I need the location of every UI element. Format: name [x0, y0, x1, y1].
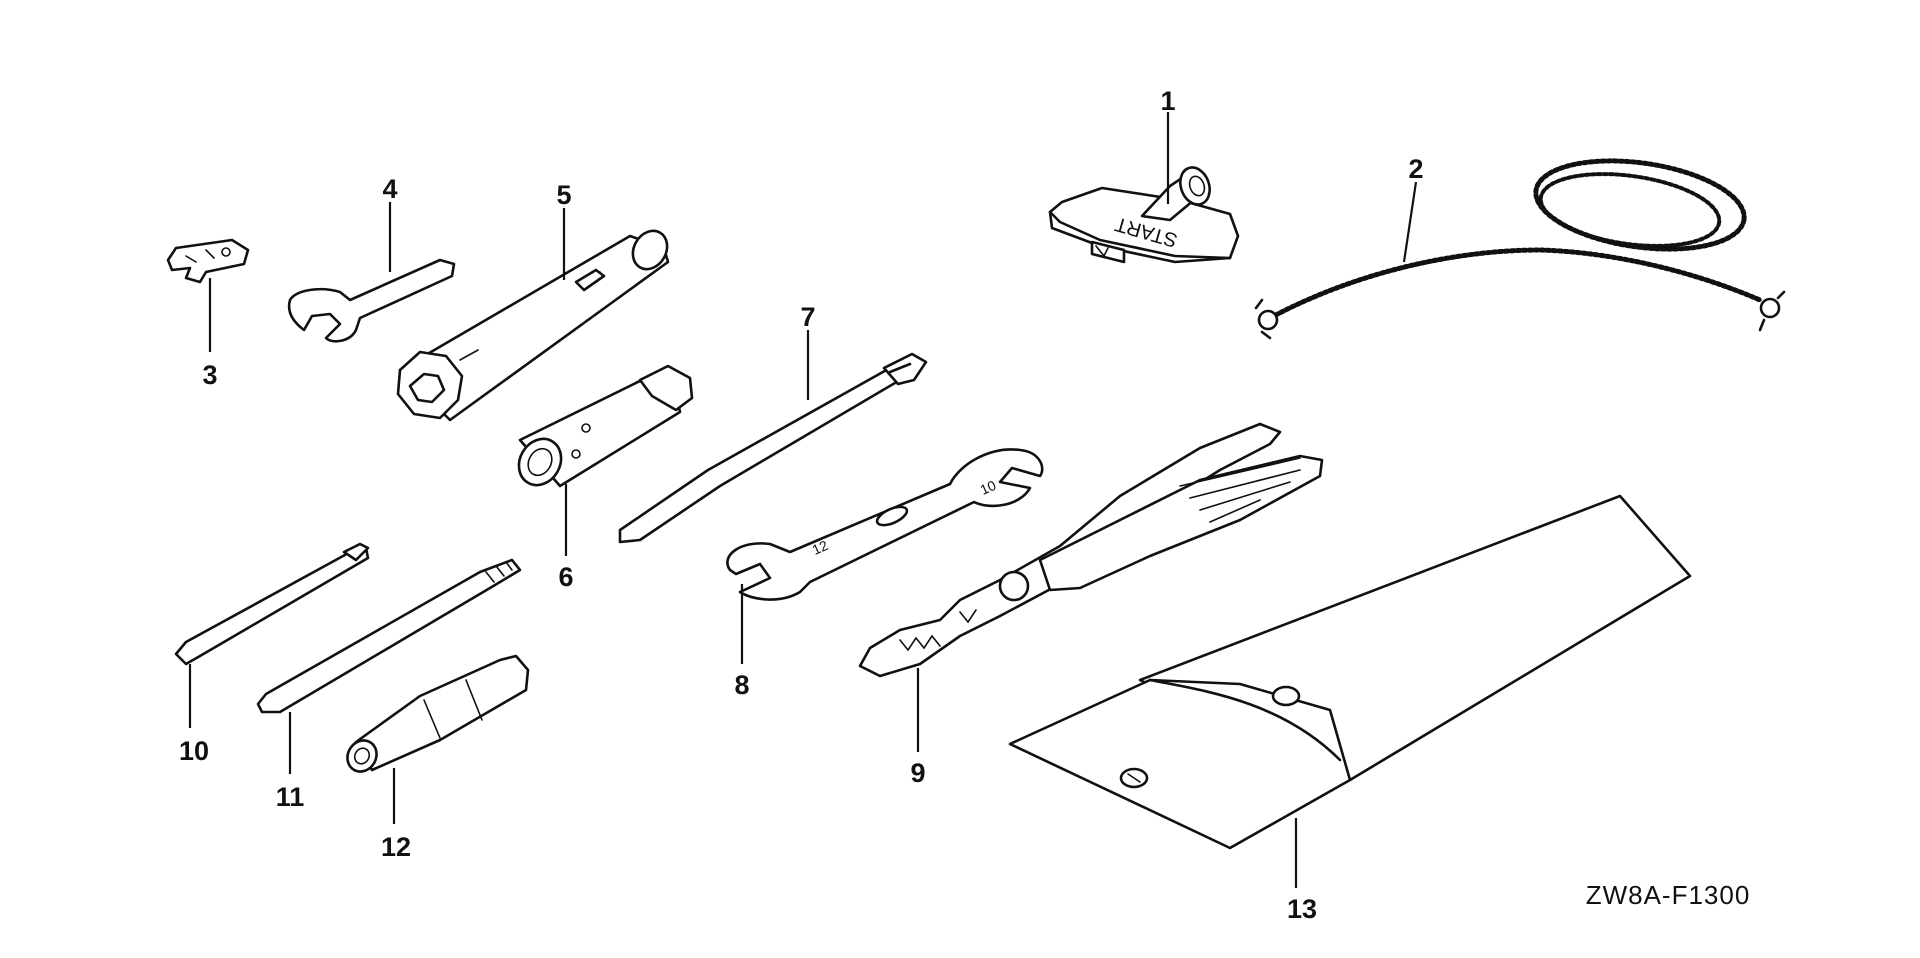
callout-10: 10	[179, 736, 209, 766]
part-4-small-wrench	[287, 258, 456, 343]
callout-2: 2	[1408, 154, 1423, 184]
part-1-starter-grip: START	[1048, 166, 1240, 264]
part-8-double-end-wrench: 10 12	[726, 448, 1044, 601]
callout-6: 6	[558, 562, 573, 592]
part-10-screwdriver-bit	[174, 542, 370, 666]
callout-5: 5	[556, 180, 571, 210]
part-13-tool-bag	[1008, 494, 1692, 850]
callout-12: 12	[381, 832, 411, 862]
part-12-screwdriver-handle	[346, 654, 530, 773]
part-3-clip	[166, 238, 250, 284]
part-11-flat-bit	[256, 558, 522, 714]
part-9-pliers	[858, 422, 1324, 678]
leader-lines	[188, 112, 1418, 888]
callouts: 1 2 3 4 5 6 7 8 9 10 11 12 13	[179, 86, 1424, 924]
part-7-screwdriver-shaft	[618, 352, 928, 544]
callout-1: 1	[1160, 86, 1175, 116]
callout-4: 4	[382, 174, 397, 204]
callout-8: 8	[734, 670, 749, 700]
callout-13: 13	[1287, 894, 1317, 924]
part-5-box-spanner	[396, 229, 670, 422]
callout-7: 7	[800, 302, 815, 332]
wrench-size-b-text: 12	[810, 537, 831, 558]
wrench-size-a-text: 10	[978, 477, 999, 498]
part-6-socket	[517, 364, 694, 488]
callout-11: 11	[276, 782, 305, 812]
callout-9: 9	[910, 758, 925, 788]
diagram-code: ZW8A-F1300	[1586, 880, 1751, 910]
callout-3: 3	[202, 360, 217, 390]
part-2-starter-rope	[1254, 158, 1786, 340]
